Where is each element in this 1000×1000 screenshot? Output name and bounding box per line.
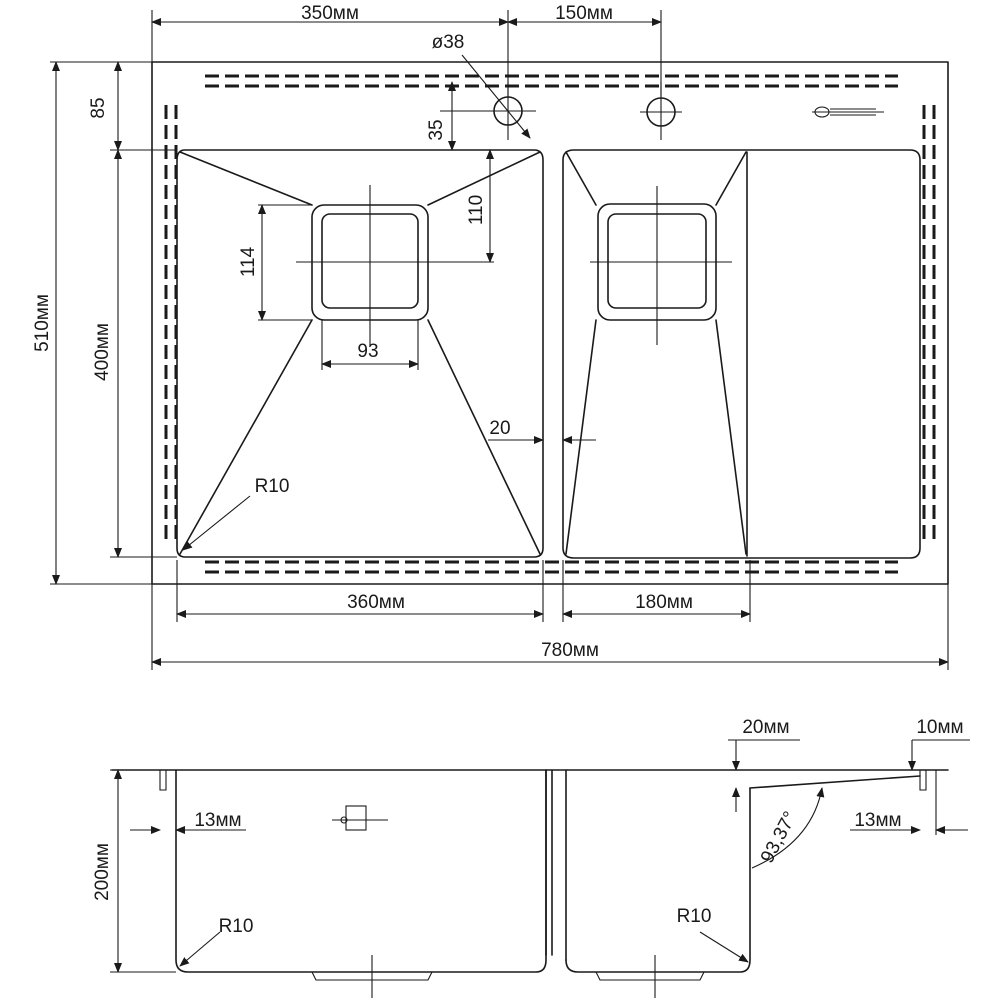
dim-right-bowl-label: 180мм [635,592,693,613]
dim-drain-width-label: 93 [357,341,378,362]
dim-back-margin-label: 85 [88,97,109,118]
dim-drain-height-label: 114 [238,246,259,277]
side-height-label: 200мм [92,843,113,901]
right-bowl [562,149,921,559]
sink-outline [151,61,949,585]
dim-left-bowl-label: 360мм [347,592,405,613]
top-view: 350мм 150мм ø38 85 35 110 114 93 20 510м… [32,3,949,670]
dim-bowl-depth-label: 400мм [92,323,113,381]
mounting-frame [164,74,936,574]
dim-total-depth-label: 510мм [32,294,53,352]
dim-drain-offset-label: 110 [466,195,487,225]
side-flange-left-label: 13мм [194,810,241,831]
side-rim-label: 10мм [916,717,963,738]
side-flange-right-label: 13мм [854,810,901,831]
side-top-offset-label: 20мм [742,717,789,738]
side-radius-right-label: R10 [677,906,712,927]
dim-partition-label: 20 [489,418,510,439]
side-overflow-icon [332,805,388,831]
side-left-bowl [175,769,547,973]
side-radius-left-label: R10 [219,916,254,937]
dim-hole-offset-label: 35 [426,119,447,140]
side-right-bowl [565,787,751,973]
dim-hole-diameter-label: ø38 [432,32,465,53]
side-view: 200мм 13мм 20мм 10мм 13мм 93,37° R10 R10 [92,717,970,998]
dim-right-offset-label: 150мм [555,3,613,24]
overflow-icon [812,106,884,118]
side-angle-label: 93,37° [757,808,801,867]
dim-total-width-label: 780мм [541,640,599,661]
left-bowl [176,149,544,558]
dim-left-width-label: 350мм [301,3,359,24]
dim-corner-radius-label: R10 [255,476,290,497]
